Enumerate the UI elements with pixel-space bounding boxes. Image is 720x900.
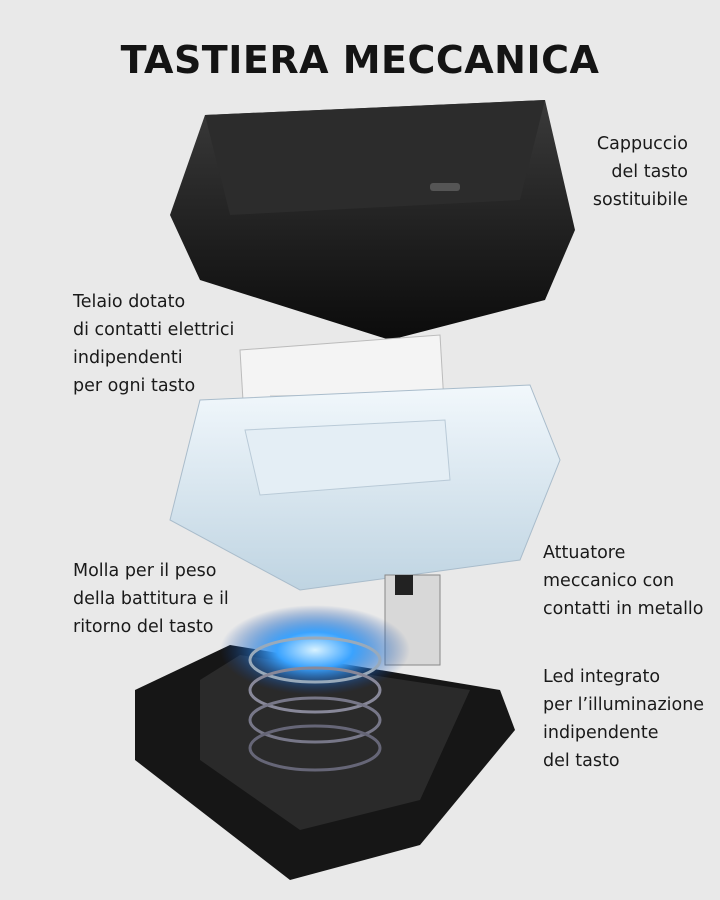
spring-led: [220, 605, 410, 772]
label-led: Led integrato per l’illuminazione indipe…: [543, 667, 705, 771]
label-keycap: Cappuccio del tasto sostituibile: [592, 134, 688, 210]
label-actuator: Attuatore meccanico con contatti in meta…: [543, 543, 704, 619]
label-frame: Telaio dotato di contatti elettrici indi…: [73, 292, 235, 396]
transparent-top-housing: [169, 384, 561, 591]
bottom-housing: [135, 645, 515, 880]
keycap: [170, 100, 575, 340]
label-spring: Molla per il peso della battitura e il r…: [73, 561, 229, 637]
infographic-title: TASTIERA MECCANICA: [120, 38, 600, 82]
